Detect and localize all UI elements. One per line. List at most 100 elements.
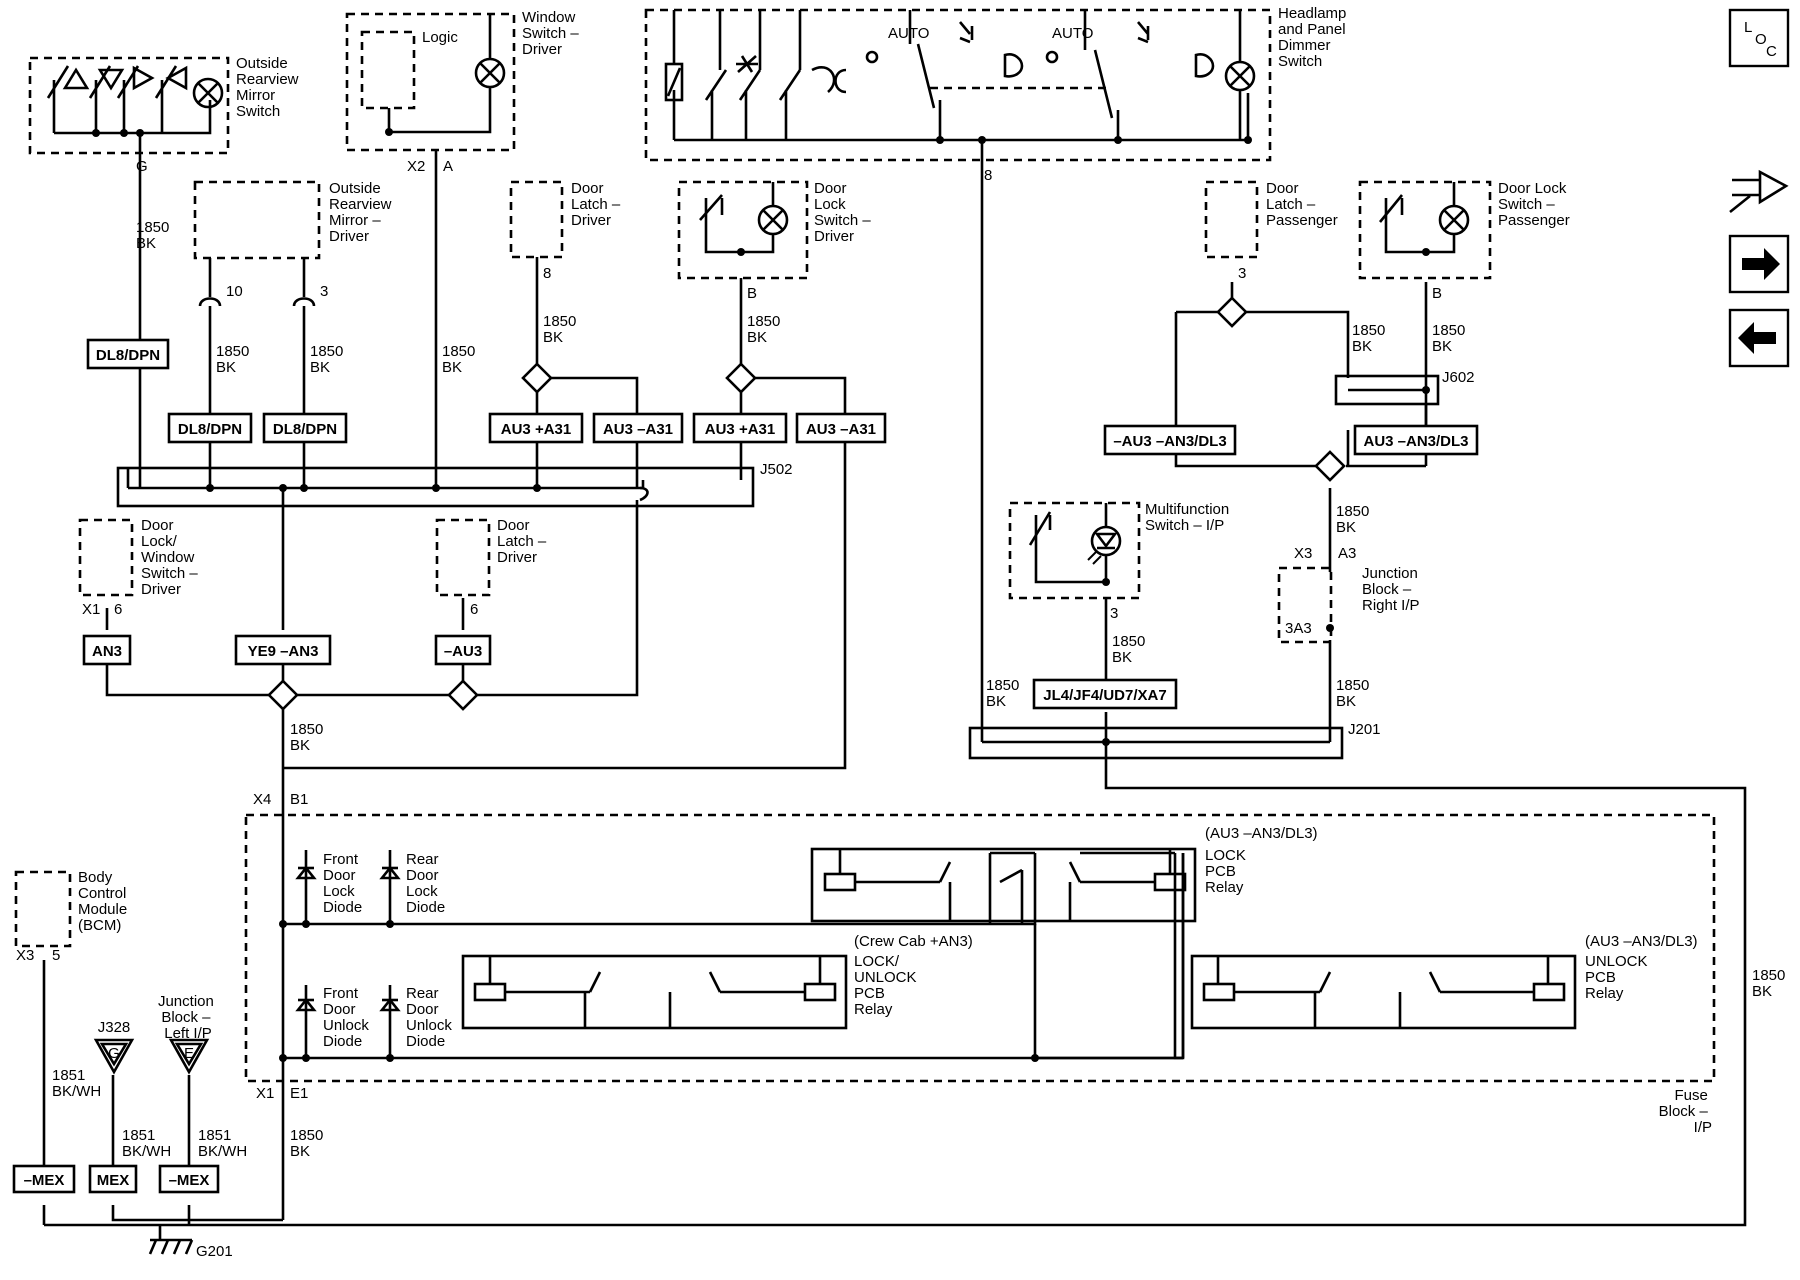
tag-dl8-dpn-3: DL8/DPN xyxy=(273,421,337,438)
locator-button[interactable]: L O C xyxy=(1728,8,1790,68)
logic-box xyxy=(360,30,416,110)
pin-junction-right-conn: X3 xyxy=(1294,545,1312,562)
pin-door-lock-window-conn: X1 xyxy=(82,601,100,618)
pin-fuse-block-x1: X1 xyxy=(256,1085,274,1102)
navigation: L O C xyxy=(1728,8,1790,368)
door-latch-driver-mid xyxy=(435,518,491,597)
label-unlock-pcb-relay: UNLOCK PCB Relay xyxy=(1585,953,1652,1002)
tag-ye9-an3: YE9 –AN3 xyxy=(248,643,319,660)
relay-coil-icon xyxy=(1532,982,1566,1002)
pin-door-latch-passenger: 3 xyxy=(1238,265,1246,282)
pin-door-lock-switch-driver: B xyxy=(747,285,757,302)
tag-jl4-jf4-ud7-xa7: JL4/JF4/UD7/XA7 xyxy=(1043,687,1166,704)
tag-an3: AN3 xyxy=(92,643,122,660)
headlamp-panel-dimmer-switch xyxy=(644,8,1272,162)
pin-door-latch-driver-top: 8 xyxy=(543,265,551,282)
tag-nmex-1: –MEX xyxy=(24,1172,65,1189)
label-auto-2: AUTO xyxy=(1052,25,1093,42)
pin-door-lock-switch-passenger: B xyxy=(1432,285,1442,302)
label-window-switch-driver: Window Switch – Driver xyxy=(522,9,583,58)
pin-door-latch-driver-mid: 6 xyxy=(470,601,478,618)
pin-mirror-switch-g: G xyxy=(136,158,148,175)
tag-nmex-2: –MEX xyxy=(169,1172,210,1189)
component-boxes xyxy=(14,8,1716,1083)
relay-coil-icon xyxy=(1153,872,1187,892)
wires xyxy=(42,133,1747,1227)
label-rear-door-unlock-diode: Rear Door Unlock Diode xyxy=(406,985,456,1050)
tag-nau3-an3-dl3: –AU3 –AN3/DL3 xyxy=(1113,433,1226,450)
door-latch-passenger xyxy=(1204,180,1259,259)
outside-rearview-mirror-switch xyxy=(28,56,230,155)
pin-bcm-pin: 5 xyxy=(52,947,60,964)
previous-page-button[interactable] xyxy=(1728,308,1790,368)
relay-coil-icon xyxy=(823,872,857,892)
tag-au3-a31-2: AU3 +A31 xyxy=(705,421,775,438)
next-page-button[interactable] xyxy=(1728,234,1790,294)
tag-au3-an3-dl3: AU3 –AN3/DL3 xyxy=(1363,433,1468,450)
splice-j602: J602 xyxy=(1442,369,1475,386)
label-front-door-unlock-diode: Front Door Unlock Diode xyxy=(323,985,373,1050)
fuse-block-ip xyxy=(244,813,1716,1083)
pin-labels: G X2 A 8 10 3 8 B 3 B X1 6 6 3 X3 A3 3A3… xyxy=(16,158,1475,1260)
pin-bcm-conn: X3 xyxy=(16,947,34,964)
label-multifunction-switch: Multifunction Switch – I/P xyxy=(1145,501,1233,534)
component-labels: Outside Rearview Mirror Switch Logic Win… xyxy=(78,5,1712,1136)
label-rear-door-lock-diode: Rear Door Lock Diode xyxy=(406,851,445,916)
wrench-connector-button[interactable] xyxy=(1729,169,1789,214)
label-front-door-lock-diode: Front Door Lock Diode xyxy=(323,851,362,916)
tag-au3-a31-1: AU3 +A31 xyxy=(501,421,571,438)
ground-g201: G201 xyxy=(196,1243,233,1260)
door-lock-window-switch-driver xyxy=(78,518,134,597)
outside-rearview-mirror-driver xyxy=(193,180,321,260)
arrow-left-icon xyxy=(1738,322,1776,354)
junction-block-right-ip xyxy=(1277,566,1333,644)
tag-au3-na31-1: AU3 –A31 xyxy=(603,421,673,438)
pin-junction-right-internal: 3A3 xyxy=(1285,620,1312,637)
door-latch-driver-top xyxy=(509,180,564,259)
relays xyxy=(461,847,1577,1030)
label-lock-unlock-pcb-relay: LOCK/ UNLOCK PCB Relay xyxy=(854,953,921,1018)
label-unlock-relay-option: (AU3 –AN3/DL3) xyxy=(1585,933,1698,950)
switch-symbols xyxy=(46,10,1470,1058)
multifunction-switch-ip xyxy=(1008,501,1141,600)
door-lock-switch-passenger xyxy=(1358,180,1492,280)
tag-dl8-dpn-2: DL8/DPN xyxy=(178,421,242,438)
label-door-latch-passenger: Door Latch – Passenger xyxy=(1266,180,1338,229)
relay-coil-icon xyxy=(803,982,837,1002)
tag-nau3: –AU3 xyxy=(444,643,482,660)
lock-unlock-pcb-relay xyxy=(461,954,848,1030)
pin-mirror-driver-3: 3 xyxy=(320,283,328,300)
locator-icon-c: C xyxy=(1766,43,1777,60)
label-mirror-driver: Outside Rearview Mirror – Driver xyxy=(329,180,396,245)
pin-j328-g: G xyxy=(108,1045,120,1062)
lock-pcb-relay xyxy=(810,847,1197,923)
label-junction-block-left: Junction Block – Left I/P xyxy=(158,993,218,1042)
pin-fuse-block-e1: E1 xyxy=(290,1085,308,1102)
label-bcm: Body Control Module (BCM) xyxy=(78,869,131,934)
label-junction-block-right: Junction Block – Right I/P xyxy=(1362,565,1422,614)
pin-junction-right-pin: A3 xyxy=(1338,545,1356,562)
ground-symbols: G E xyxy=(93,1038,210,1255)
splice-j502: J502 xyxy=(760,461,793,478)
door-lock-switch-driver xyxy=(677,180,809,280)
body-control-module xyxy=(14,870,72,948)
option-splices xyxy=(267,296,1346,711)
label-door-lock-switch-passenger: Door Lock Switch – Passenger xyxy=(1498,180,1571,229)
tag-dl8-dpn-1: DL8/DPN xyxy=(96,347,160,364)
pin-window-switch-pin: A xyxy=(443,158,453,175)
pin-multifunction-3: 3 xyxy=(1110,605,1118,622)
